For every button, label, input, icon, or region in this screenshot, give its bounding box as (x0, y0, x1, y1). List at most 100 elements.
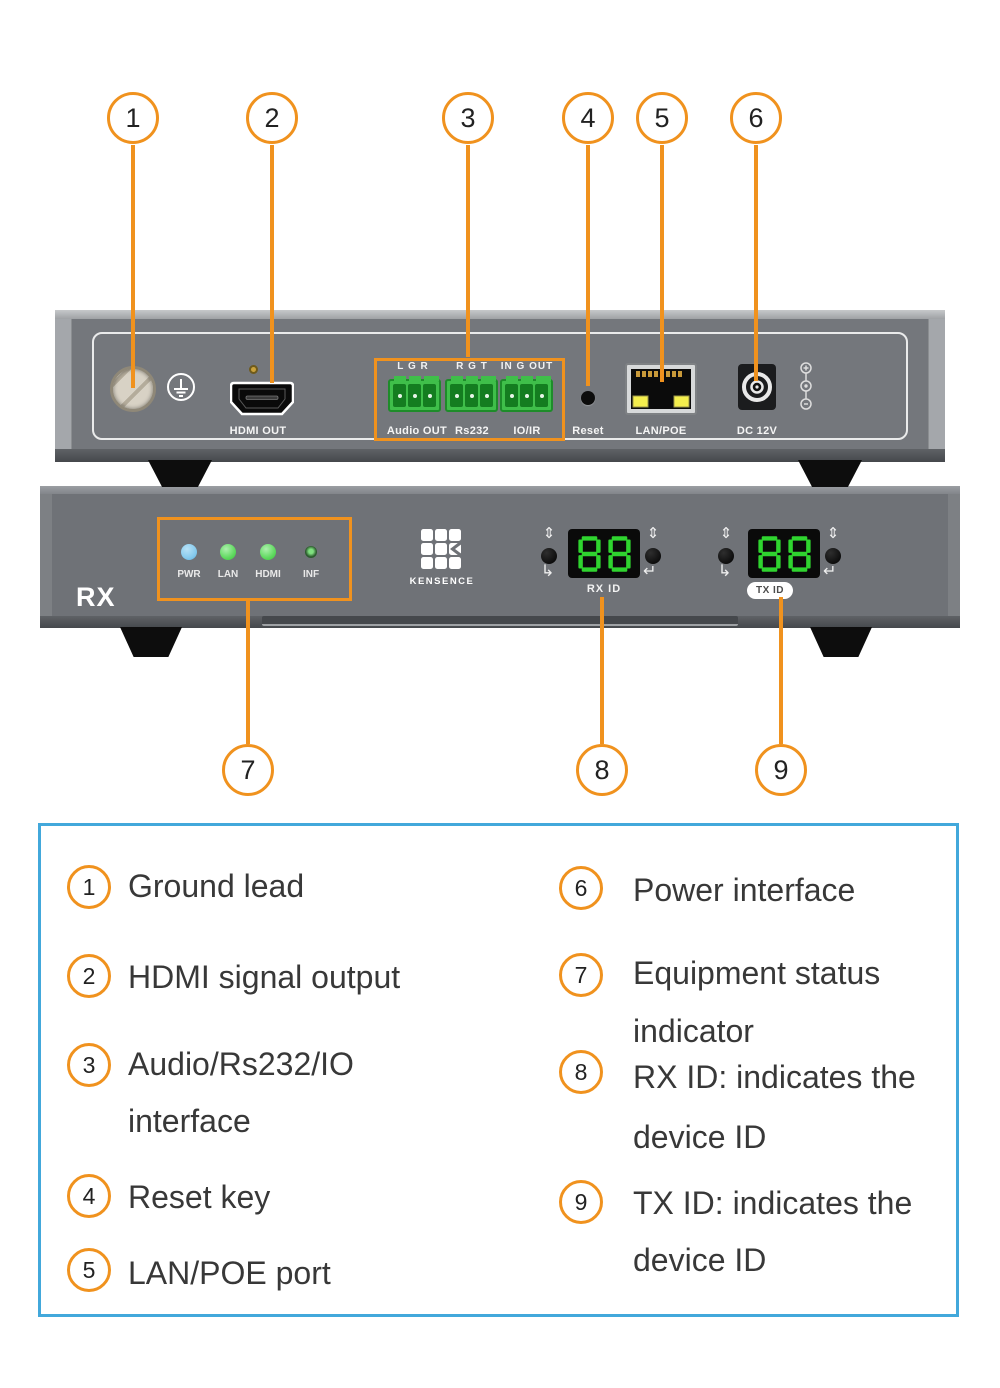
terminal-pin (393, 384, 406, 407)
rx-id-display (568, 529, 640, 578)
callout-9: 9 (755, 744, 807, 796)
legend-text-3: Audio/Rs232/IO (128, 1046, 354, 1082)
model-label: RX (76, 582, 116, 612)
tx-id-right-button (825, 548, 841, 564)
rear-top-edge (55, 310, 945, 319)
ground-symbol-icon (167, 373, 195, 401)
dc-12v-label: DC 12V (736, 425, 778, 437)
io-ir-label: IO/IR (513, 425, 541, 437)
front-foot-left (120, 627, 182, 657)
rear-left-edge (55, 317, 72, 462)
legend-text-1: Ground lead (128, 868, 305, 904)
callout-line-1 (131, 145, 135, 388)
rear-bottom-edge (55, 449, 945, 462)
kensence-logo-icon (421, 529, 463, 569)
seven-segment-digit (577, 535, 601, 572)
front-panel-device: RX PWR LAN HDMI INF KENSENCE ⇕ ↳ ⇕ (40, 486, 960, 628)
legend-num-2: 2 (67, 954, 111, 998)
callout-line-7 (246, 601, 250, 744)
seven-segment-digit (607, 535, 631, 572)
terminal-pin (535, 384, 548, 407)
legend-text-5: LAN/POE port (128, 1255, 331, 1291)
seven-segment-digit (787, 535, 811, 572)
front-top-edge (40, 486, 960, 494)
legend-num-9: 9 (559, 1180, 603, 1224)
callout-line-4 (586, 145, 590, 386)
seven-segment-digit (757, 535, 781, 572)
callout-3: 3 (442, 92, 494, 144)
front-bottom-groove (262, 616, 738, 626)
terminal-pin (408, 384, 421, 407)
rear-foot-left (148, 460, 212, 487)
legend-text-2: HDMI signal output (128, 959, 401, 995)
pwr-led (181, 544, 197, 560)
callout-line-8 (600, 597, 604, 744)
terminal-pin (480, 384, 493, 407)
audio-out-terminal (388, 376, 441, 412)
bent-arrow-right-icon: ↳ (718, 563, 732, 580)
terminal-pin (520, 384, 533, 407)
front-foot-right (810, 627, 872, 657)
io-ir-terminal (500, 376, 553, 412)
bent-arrow-right-icon: ↳ (541, 563, 555, 580)
tx-id-left-button (718, 548, 734, 564)
callout-line-2 (270, 145, 274, 383)
legend-text-6: Power interface (633, 872, 856, 908)
front-left-edge (40, 493, 52, 628)
legend-num-8: 8 (559, 1050, 603, 1094)
front-right-edge (948, 493, 960, 628)
reset-button (581, 391, 595, 405)
terminal-highlight-box (374, 358, 565, 441)
rs232-label: Rs232 (455, 425, 489, 437)
rs232-terminal (445, 376, 498, 412)
up-down-arrow-icon: ⇕ (826, 525, 840, 542)
legend-num-6: 6 (559, 866, 603, 910)
legend-num-1: 1 (67, 865, 111, 909)
rx-id-right-button (645, 548, 661, 564)
hdmi-out-label: HDMI OUT (229, 425, 287, 437)
callout-line-6 (754, 145, 758, 381)
callout-4: 4 (562, 92, 614, 144)
reset-label: Reset (572, 425, 604, 437)
lan-poe-port (625, 363, 697, 415)
tx-id-label: TX ID (747, 582, 793, 599)
rs232-pin-labels: R G T (456, 361, 488, 372)
rear-foot-right (798, 460, 862, 487)
up-down-arrow-icon: ⇕ (542, 525, 556, 542)
legend-text-8b: device ID (633, 1119, 767, 1155)
legend-num-5: 5 (67, 1248, 111, 1292)
up-down-arrow-icon: ⇕ (719, 525, 733, 542)
callout-line-3 (466, 145, 470, 357)
polarity-icon (800, 362, 812, 410)
hdmi-screw-hole (249, 365, 258, 374)
terminal-pin (465, 384, 478, 407)
return-arrow-icon: ↵ (823, 563, 837, 580)
legend-text-7: Equipment status (633, 955, 881, 991)
legend-text-8: RX ID: indicates the (633, 1059, 916, 1095)
audio-out-label: Audio OUT (386, 425, 448, 437)
rx-id-left-button (541, 548, 557, 564)
legend-text-9b: device ID (633, 1242, 767, 1278)
callout-line-5 (660, 145, 664, 382)
hdmi-led (260, 544, 276, 560)
callout-1: 1 (107, 92, 159, 144)
legend-text-7b: indicator (633, 1013, 754, 1049)
legend-num-7: 7 (559, 953, 603, 997)
audio-pin-labels: L G R (397, 361, 429, 372)
legend-num-3: 3 (67, 1043, 111, 1087)
kensence-brand-label: KENSENCE (409, 576, 475, 587)
terminal-pin (505, 384, 518, 407)
ioir-pin-labels: IN G OUT (500, 361, 554, 372)
lan-led-label: LAN (217, 569, 239, 580)
legend-box (38, 823, 959, 1317)
inf-led-label: INF (302, 569, 320, 580)
callout-8: 8 (576, 744, 628, 796)
rear-right-edge (928, 317, 945, 462)
hdmi-port (230, 381, 294, 416)
lan-poe-label: LAN/POE (635, 425, 687, 437)
led-highlight-box (157, 517, 352, 601)
tx-id-display (748, 529, 820, 578)
legend-text-4: Reset key (128, 1179, 271, 1215)
rx-id-label: RX ID (586, 583, 622, 595)
callout-7: 7 (222, 744, 274, 796)
